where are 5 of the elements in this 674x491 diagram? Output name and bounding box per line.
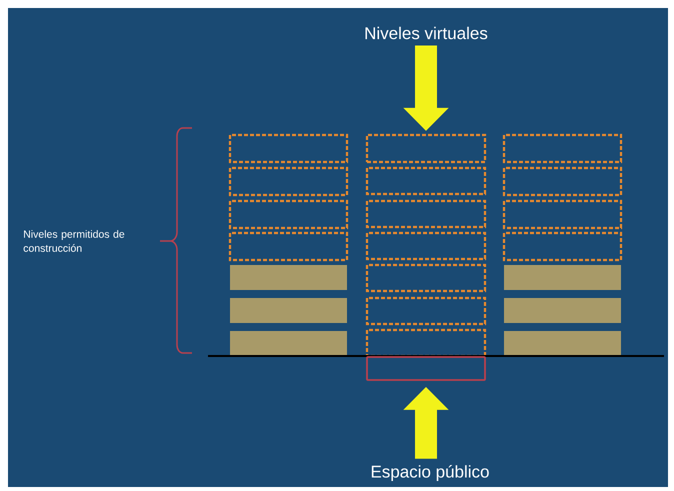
basement-box [366,356,486,381]
heading-text: Espacio público [372,464,489,482]
virtual-floor-box [366,134,486,164]
side-label: Niveles permitidos de construcción [24,230,124,252]
heading-text: Niveles virtuales [366,26,488,40]
